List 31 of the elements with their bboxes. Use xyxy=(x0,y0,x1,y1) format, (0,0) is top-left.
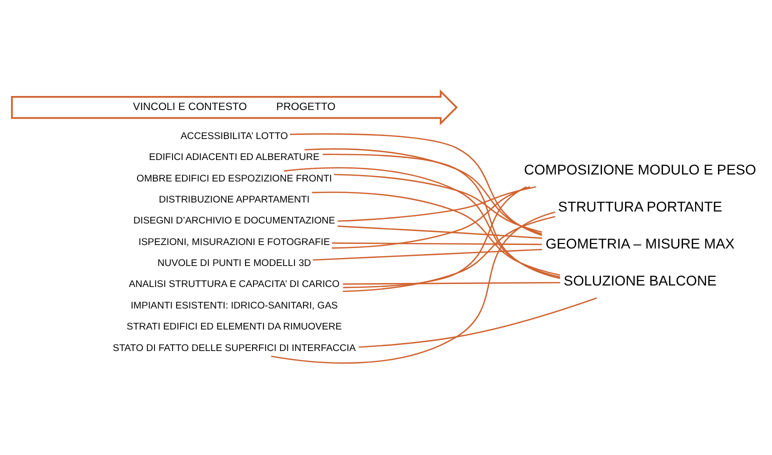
connector xyxy=(338,186,536,222)
connector xyxy=(332,242,542,246)
connector xyxy=(284,167,560,278)
connector xyxy=(342,216,556,292)
node-text: STATO DI FATTO DELLE SUPERFICI DI INTERFACCIA xyxy=(112,342,356,354)
connector xyxy=(312,192,560,276)
connector xyxy=(312,248,542,261)
node-text: GEOMETRIA – MISURE MAX xyxy=(546,235,735,252)
node-text: SOLUZIONE BALCONE xyxy=(564,272,717,288)
connector xyxy=(332,186,530,249)
connector xyxy=(358,297,597,348)
connector xyxy=(304,148,542,235)
node-text: COMPOSIZIONE MODULO E PESO xyxy=(524,161,756,178)
node-text: OMBRE EDIFICI ED ESPOZIZIONE FRONTI xyxy=(136,173,332,184)
node-text: STRATI EDIFICI ED ELEMENTI DA RIMUOVERE xyxy=(126,322,342,333)
node-text: ACCESSIBILITA’ LOTTO xyxy=(180,130,288,142)
node-text: ISPEZIONI, MISURAZIONI E FOTOGRAFIE xyxy=(138,236,330,248)
connector xyxy=(343,186,527,288)
connector xyxy=(271,211,556,364)
node-text: DISTRIBUZIONE APPARTAMENTI xyxy=(158,194,310,206)
connector xyxy=(322,154,560,280)
connector xyxy=(338,226,542,239)
node-text: STRUTTURA PORTANTE xyxy=(558,198,722,214)
node-text: IMPIANTI ESISTENTI: IDRICO-SANITARI, GAS xyxy=(130,300,338,312)
connector xyxy=(290,133,542,236)
node-text: ANALISI STRUTTURA E CAPACITA’ DI CARICO xyxy=(128,279,340,290)
node-text: EDIFICI ADIACENTI ED ALBERATURE xyxy=(149,152,320,164)
node-text: DISEGNI D’ARCHIVIO E DOCUMENTAZIONE xyxy=(133,216,336,227)
connector xyxy=(342,282,560,285)
node-text: NUVOLE DI PUNTI E MODELLI 3D xyxy=(158,258,311,270)
connector xyxy=(334,174,542,233)
